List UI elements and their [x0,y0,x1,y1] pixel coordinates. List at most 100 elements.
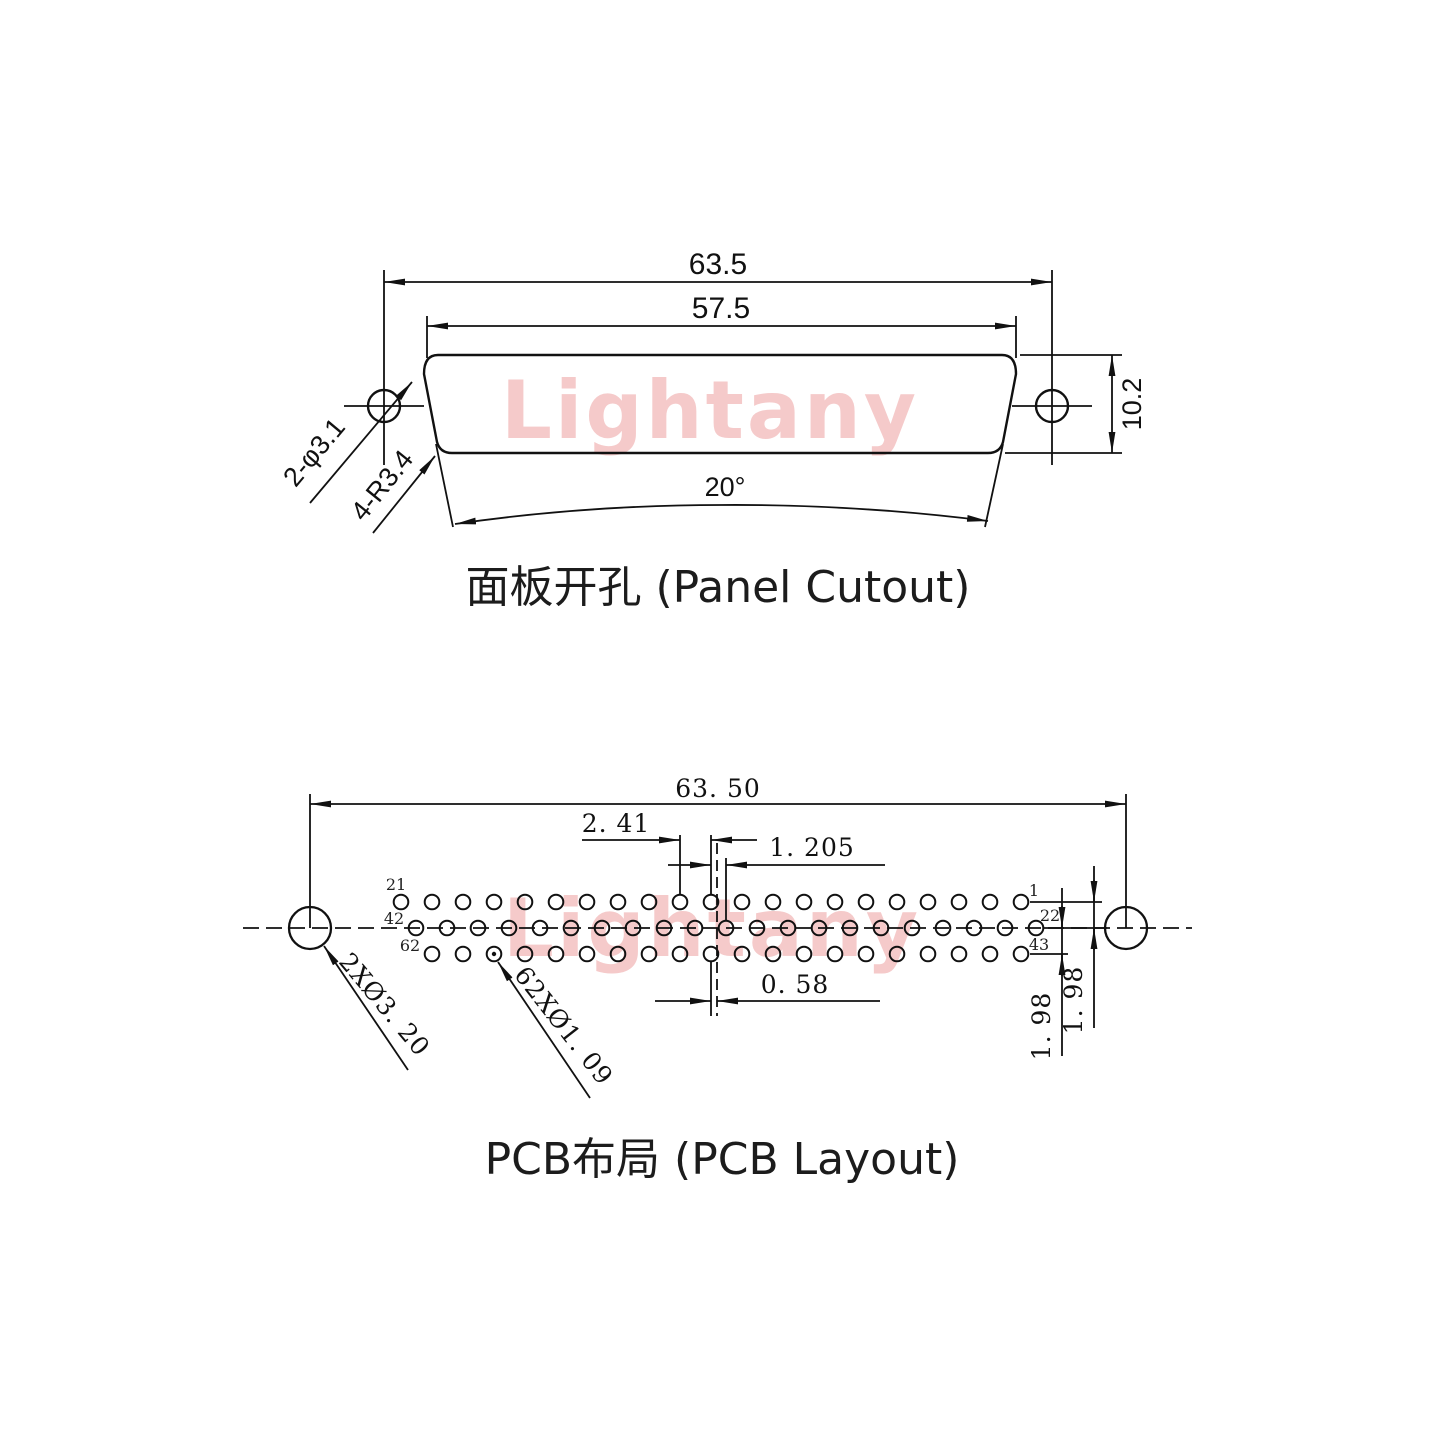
pcb-dim-row-gap-top-label: 1. 98 [1059,966,1088,1035]
pin-hole [764,893,782,911]
pcb-dim-overall-width: 63. 50 [309,774,1127,928]
pcb-pin-hole-callout-label: 62XØ1. 09 [508,961,618,1091]
pin-hole [593,919,611,937]
pin-hole [857,945,875,963]
pcb-section-title: PCB布局 (PCB Layout) [485,1134,960,1185]
pcb-dim-pitch-label: 2. 41 [582,809,651,838]
pin-hole [717,919,735,937]
pin-hole [919,893,937,911]
pin-hole [950,945,968,963]
pcb-pin-hole-callout: 62XØ1. 09 [497,961,619,1099]
panel-corner-radius-callout-label: 4-R3.4 [345,444,419,526]
panel-dim-height: 10.2 [1005,354,1147,454]
pcb-mount-hole-callout: 2XØ3. 20 [323,945,436,1071]
panel-mount-hole-left [344,388,424,424]
pin-hole [810,919,828,937]
pin-hole [702,945,720,963]
pin-hole [733,893,751,911]
pin-hole-center-dot [491,951,497,957]
pin-hole [454,945,472,963]
pin-hole [981,893,999,911]
pcb-dim-row-offset-label: 1. 205 [769,833,855,862]
pin-hole [888,893,906,911]
pin-hole [1027,919,1045,937]
pin-hole [516,893,534,911]
pin-hole [438,919,456,937]
panel-corner-radius-callout: 4-R3.4 [345,444,436,534]
pin-hole [826,945,844,963]
pin-hole [640,945,658,963]
pin-label-43: 43 [1029,935,1049,954]
pcb-layout-section: Lightany 63. 50 21 42 62 1 22 43 [243,774,1192,1185]
pin-hole [407,919,425,937]
pin-hole [779,919,797,937]
panel-dim-overall-width: 63.5 [383,248,1053,465]
pin-hole [485,893,503,911]
pcb-dim-center-offset-label: 0. 58 [761,970,830,999]
pin-hole [764,945,782,963]
pin-hole [547,945,565,963]
pin-hole [500,919,518,937]
pin-number-labels: 21 42 62 1 22 43 [384,875,1060,955]
panel-cutout-section: Lightany 63.5 57.5 [277,248,1147,613]
pin-hole [888,945,906,963]
pin-hole [857,893,875,911]
pin-hole [609,893,627,911]
panel-section-title: 面板开孔 (Panel Cutout) [466,562,971,613]
cutout-outline [422,353,1018,455]
pcb-mount-hole-left [287,905,333,951]
pin-hole [392,893,410,911]
pin-hole [872,919,890,937]
panel-dim-cutout-width: 57.5 [426,292,1017,358]
panel-mount-hole-callout-label: 2-φ3.1 [277,412,351,492]
pin-hole [624,919,642,937]
pin-hole [950,893,968,911]
pin-hole [423,945,441,963]
pin-hole [578,893,596,911]
pcb-dim-overall-width-label: 63. 50 [675,774,761,803]
watermark-panel: Lightany [501,364,919,457]
pcb-dim-row-gaps: 1. 98 1. 98 [1027,866,1107,1060]
pin-hole [965,919,983,937]
pin-hole [826,893,844,911]
pin-hole [841,919,859,937]
pin-hole [903,919,921,937]
pin-hole [578,945,596,963]
pin-hole [423,893,441,911]
pin-label-22: 22 [1040,906,1060,925]
pin-label-42: 42 [384,909,404,928]
pin-hole [686,919,704,937]
pin-hole [934,919,952,937]
pin-hole [733,945,751,963]
pin-hole [1012,893,1030,911]
pin-hole [454,893,472,911]
pcb-dim-row-gap-bottom-label: 1. 98 [1027,992,1056,1061]
pin-hole [748,919,766,937]
pin-hole [531,919,549,937]
panel-mount-hole-right [1012,388,1092,424]
panel-angle-dim: 20° [435,443,1004,528]
pin-hole [795,945,813,963]
pcb-dim-center-offset: 0. 58 [655,962,880,1016]
pin-hole [795,893,813,911]
pin-label-62: 62 [400,936,420,955]
pin-hole [640,893,658,911]
panel-dim-overall-width-label: 63.5 [689,248,747,281]
panel-angle-label: 20° [705,472,746,502]
pin-hole [469,919,487,937]
pin-hole [996,919,1014,937]
pcb-dim-row-offset: 1. 205 [668,833,885,920]
pin-hole [671,945,689,963]
pin-hole [609,945,627,963]
pin-hole [655,919,673,937]
pin-grid [392,893,1045,963]
pin-hole [1012,945,1030,963]
panel-dim-cutout-width-label: 57.5 [692,292,750,325]
pin-label-21: 21 [386,875,406,894]
pin-hole [547,893,565,911]
pin-hole [562,919,580,937]
pcb-mount-hole-callout-label: 2XØ3. 20 [333,947,436,1062]
panel-dim-height-label: 10.2 [1117,378,1147,431]
pin-label-1: 1 [1029,881,1039,900]
